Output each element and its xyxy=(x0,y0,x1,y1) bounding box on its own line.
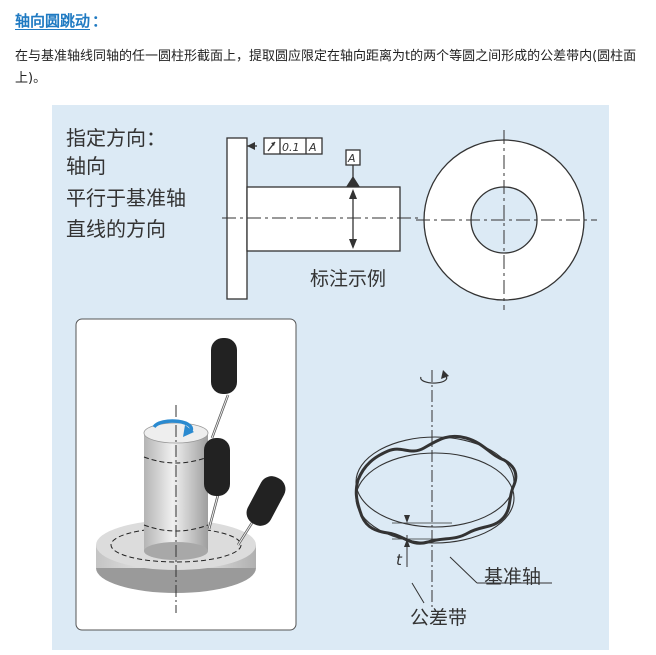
rotation-arrow-icon xyxy=(152,419,194,434)
measurement-photo xyxy=(75,318,297,631)
direction-label-line-2: 轴向 xyxy=(66,154,106,178)
dial-probe-3 xyxy=(236,476,286,546)
axial-runout-illustration: 指定方向： 轴向 平行于基准轴 直线的方向 0.1 A A 标注示例 xyxy=(66,126,597,631)
tolerance-zone-label: 公差带 xyxy=(410,607,467,629)
section-heading-colon: ： xyxy=(92,12,108,30)
dial-probe-1 xyxy=(210,338,237,439)
front-view-drawing xyxy=(416,130,597,310)
rotation-indicator-icon xyxy=(420,374,448,384)
datum-triangle xyxy=(346,176,360,187)
direction-label-line-4: 直线的方向 xyxy=(66,217,166,241)
leader-arrow xyxy=(247,142,255,150)
direction-label-line-1: 指定方向： xyxy=(66,126,166,150)
direction-label: 指定方向： 轴向 平行于基准轴 直线的方向 xyxy=(66,126,186,241)
section-heading: 轴向圆跳动： xyxy=(15,10,107,31)
datum-letter: A xyxy=(347,152,356,165)
tolerance-value: 0.1 xyxy=(282,141,300,154)
tolerance-t-label: t xyxy=(396,551,403,569)
section-heading-title: 轴向圆跳动 xyxy=(15,12,91,30)
side-view-drawing: 0.1 A A xyxy=(222,137,420,300)
annotation-example-label: 标注示例 xyxy=(310,268,386,290)
datum-reference: A xyxy=(308,141,317,154)
dial-probe-2 xyxy=(204,438,230,530)
direction-label-line-3: 平行于基准轴 xyxy=(66,186,186,210)
feature-control-frame: 0.1 A xyxy=(263,137,323,155)
shaft-outline xyxy=(246,186,401,252)
illustration-panel: 指定方向： 轴向 平行于基准轴 直线的方向 0.1 A A 标注示例 xyxy=(52,105,609,650)
datum-axis-label: 基准轴 xyxy=(484,566,541,588)
measured-profile xyxy=(354,434,518,545)
section-description: 在与基准轴线同轴的任一圆柱形截面上，提取圆应限定在轴向距离为t的两个等圆之间形成… xyxy=(15,49,637,86)
tolerance-zone-diagram xyxy=(354,370,552,610)
